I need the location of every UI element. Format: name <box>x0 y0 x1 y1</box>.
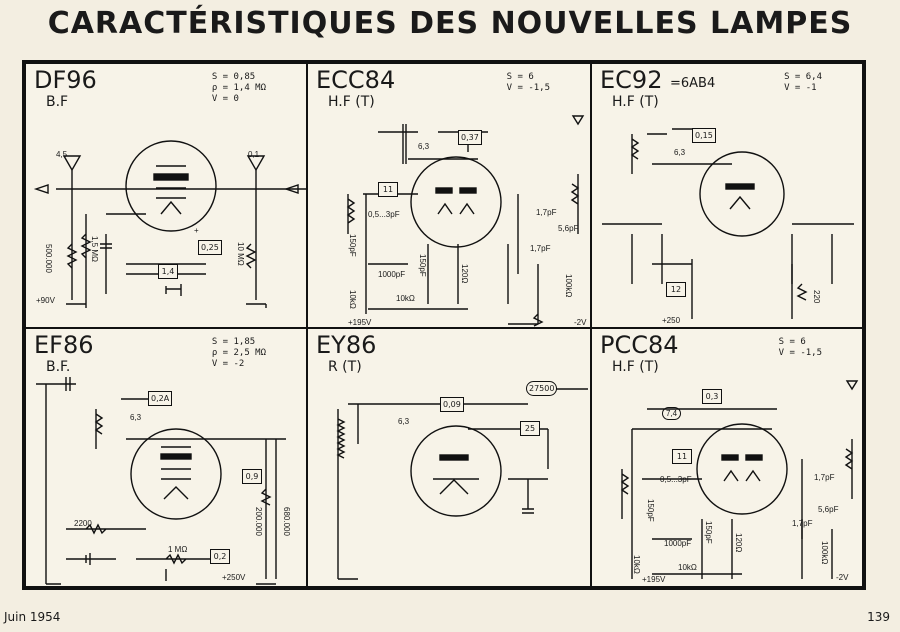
label-pcc84-4: 150pF <box>646 499 655 522</box>
tube-name: DF96 <box>34 66 97 94</box>
label-ecc84-13: 100kΩ <box>564 274 573 298</box>
label-df96-2: 500.000 <box>44 244 53 273</box>
label-df96-3: 1,5 MΩ <box>90 236 99 262</box>
label-pcc84-1: 0,3 <box>702 389 722 404</box>
tube-freq: H.F (T) <box>612 359 659 375</box>
label-ef86-6: 200.000 <box>254 507 263 536</box>
label-ef86-3: 2200 <box>74 519 92 528</box>
tube-freq: R (T) <box>328 359 362 375</box>
label-ef86-8: +250V <box>222 573 246 582</box>
label-ef86-5: 0,2 <box>210 549 230 564</box>
label-ecc84-0: 6,3 <box>418 142 430 151</box>
tube-name: ECC84 <box>316 66 396 94</box>
tube-alias: =6AB4 <box>670 76 716 91</box>
label-ecc84-9: 1,7pF <box>536 208 557 217</box>
label-ecc84-14: +195V <box>348 318 372 327</box>
schematic-ecc84 <box>346 115 585 327</box>
tube-name: EF86 <box>34 331 94 359</box>
label-pcc84-8: 120Ω <box>734 533 743 553</box>
label-ec92-3: 220 <box>812 290 821 304</box>
label-pcc84-13: 100kΩ <box>820 541 829 565</box>
label-df96-8: + <box>194 226 199 235</box>
label-ecc84-8: 120Ω <box>460 264 469 284</box>
label-ecc84-1: 0,37 <box>458 130 482 145</box>
label-ecc84-7: 10kΩ <box>396 294 415 303</box>
label-ec92-2: 12 <box>666 282 686 297</box>
tube-freq: H.F (T) <box>328 94 375 110</box>
label-ecc84-11: 1,7pF <box>530 244 551 253</box>
label-pcc84-2: 11 <box>672 449 692 464</box>
label-ecc84-6: 150pF <box>418 254 427 277</box>
footer-date: Juin 1954 <box>4 610 61 624</box>
label-df96-5: 1,4 <box>158 264 178 279</box>
label-ecc84-2: 11 <box>378 182 398 197</box>
page-title: CARACTÉRISTIQUES DES NOUVELLES LAMPES <box>47 6 853 41</box>
panel-ey86: EY86 R (T) 6,3 0,09 27500 25 <box>307 328 591 587</box>
label-pcc84-10: 5,6pF <box>818 505 839 514</box>
label-ec92-0: 0,15 <box>692 128 716 143</box>
label-pcc84-14: +195V <box>642 575 666 584</box>
label-ecc84-10: 5,6pF <box>558 224 579 233</box>
tube-name: PCC84 <box>600 331 679 359</box>
label-ef86-7: 680.000 <box>282 507 291 536</box>
label-df96-0: 4,5 <box>56 150 68 159</box>
label-pcc84-5: 1000pF <box>664 539 692 548</box>
label-ecc84-15: -2V <box>574 318 587 327</box>
label-ecc84-4: 150pF <box>348 234 357 257</box>
label-ecc84-5: 1000pF <box>378 270 406 279</box>
tube-freq: H.F (T) <box>612 94 659 110</box>
label-df96-4: 10 MΩ <box>236 242 245 266</box>
tube-name: EY86 <box>316 331 377 359</box>
label-ec92-1: 6,3 <box>674 148 686 157</box>
label-pcc84-7: 10kΩ <box>678 563 697 572</box>
label-ef86-4: 1 MΩ <box>168 545 188 554</box>
schematic-ec92 <box>602 128 854 319</box>
label-ey86-3: 25 <box>520 421 540 436</box>
label-ef86-0: 0,2A <box>148 391 173 406</box>
label-df96-1: 0,1 <box>248 150 260 159</box>
label-ec92-4: +250 <box>662 316 681 325</box>
label-ecc84-12: 10kΩ <box>348 290 357 309</box>
schematic-ef86 <box>36 377 286 585</box>
tube-name: EC92 <box>600 66 663 94</box>
label-ef86-1: 6,3 <box>130 413 142 422</box>
label-pcc84-15: -2V <box>836 573 849 582</box>
label-ey86-0: 6,3 <box>398 417 410 426</box>
label-pcc84-3: 0,5...3pF <box>660 475 692 484</box>
label-pcc84-6: 150pF <box>704 521 713 544</box>
label-df96-7: +90V <box>36 296 55 305</box>
label-pcc84-11: 1,7pF <box>792 519 813 528</box>
label-ey86-1: 0,09 <box>440 397 464 412</box>
label-ecc84-3: 0,5...3pF <box>368 210 400 219</box>
label-ef86-2: 0,9 <box>242 469 262 484</box>
page-number: 139 <box>867 610 890 624</box>
schematic-df96 <box>33 140 306 308</box>
tube-freq: B.F. <box>46 359 71 375</box>
label-ey86-2: 27500 <box>526 381 558 396</box>
label-pcc84-12: 10kΩ <box>632 555 641 574</box>
schematic-pcc84 <box>620 380 859 579</box>
label-df96-6: 0,25 <box>198 240 222 255</box>
label-pcc84-0: 7,4 <box>662 407 682 420</box>
tube-freq: B.F <box>46 94 69 110</box>
label-pcc84-9: 1,7pF <box>814 473 835 482</box>
schematic-ey86 <box>336 388 588 580</box>
